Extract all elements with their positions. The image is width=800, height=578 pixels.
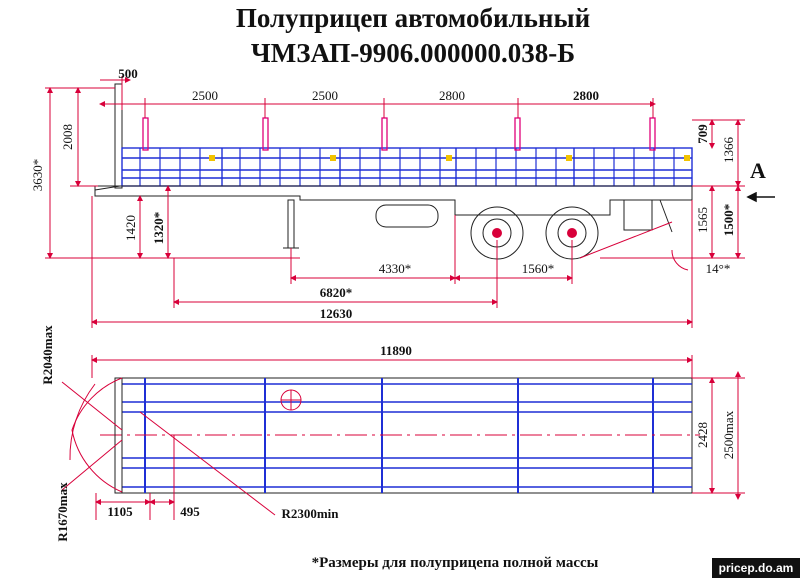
dim-1500: 1500* [721,204,736,237]
dim-2008: 2008 [60,124,75,150]
watermark: pricep.do.am [719,561,794,575]
dim-495: 495 [180,504,200,519]
dim-1565: 1565 [695,207,710,233]
dim-500: 500 [118,66,138,81]
dim-12630: 12630 [320,306,353,321]
dim-1420: 1420 [123,215,138,241]
dim-4330: 4330* [379,261,412,276]
dim-1320: 1320* [151,212,166,245]
dim-2500max: 2500max [721,410,736,459]
dim-2500-b: 2500 [312,88,338,103]
dim-11890: 11890 [380,343,412,358]
dim-2800-a: 2800 [439,88,465,103]
title-line-2: ЧМЗАП-9906.000000.038-Б [251,38,575,68]
dim-2500-a: 2500 [192,88,218,103]
dim-1366: 1366 [721,137,736,164]
title-line-1: Полуприцеп автомобильный [236,3,590,33]
dim-1560: 1560* [522,261,555,276]
dim-2800-b: 2800 [573,88,599,103]
tool-box [375,204,439,228]
dim-3630: 3630* [30,159,45,192]
wheel-rear [545,206,599,260]
footnote: *Размеры для полуприцепа полной массы [312,555,599,571]
dim-2428: 2428 [695,422,710,448]
radius-2300: R2300min [281,506,339,521]
radius-2040: R2040max [40,325,55,385]
side-board [121,147,693,187]
chassis-frame [94,185,693,216]
front-wall [114,83,123,189]
top-view [61,355,745,520]
view-a-label: A [750,158,766,183]
rear-bumper [623,199,653,231]
side-view [45,76,775,328]
landing-gear [287,199,295,249]
dim-709: 709 [695,124,710,144]
wheel-front [470,206,524,260]
dim-1105: 1105 [107,504,133,519]
dim-angle-14: 14°* [706,261,731,276]
watermark-box [712,558,800,578]
radius-1670: R1670max [55,482,70,542]
dim-6820: 6820* [320,285,353,300]
